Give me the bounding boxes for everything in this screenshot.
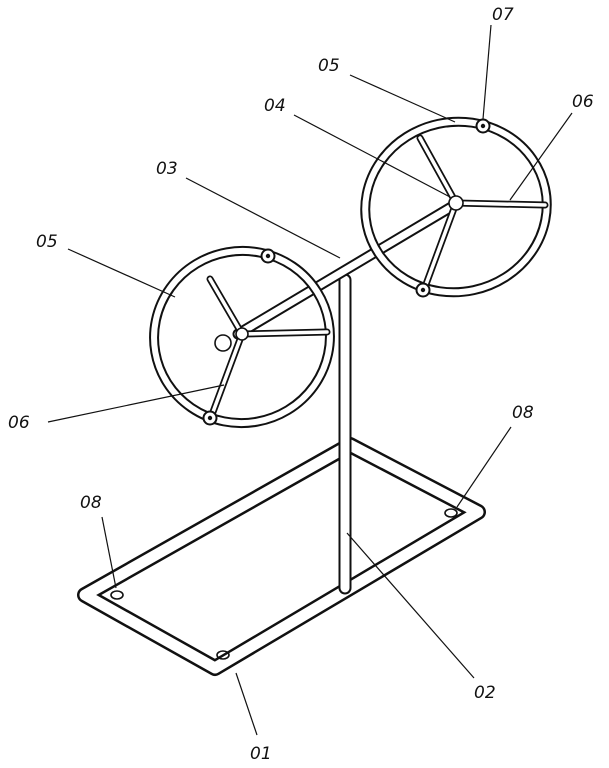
label-06-right: 06 xyxy=(572,92,594,112)
hub-left xyxy=(235,327,249,341)
knob-top-left xyxy=(260,248,276,264)
label-05-right: 05 xyxy=(318,56,340,76)
foot-right xyxy=(444,508,458,518)
spokes-left xyxy=(206,275,331,416)
spokes-right xyxy=(416,134,549,291)
label-05-left: 05 xyxy=(36,232,58,252)
label-07: 07 xyxy=(492,5,514,25)
label-06-left: 06 xyxy=(8,413,30,433)
label-08-left: 08 xyxy=(80,493,102,513)
knob-bottom-left xyxy=(202,410,218,426)
foot-left xyxy=(110,590,124,600)
foot-front xyxy=(216,650,230,660)
label-02: 02 xyxy=(474,683,496,703)
label-04: 04 xyxy=(264,96,286,116)
label-01: 01 xyxy=(250,744,272,764)
crossbar xyxy=(232,197,464,340)
leader-lines xyxy=(47,24,573,736)
label-08-right: 08 xyxy=(512,403,534,423)
reference-labels: 07 05 06 04 03 05 06 08 08 02 01 xyxy=(8,5,594,764)
hub-right xyxy=(448,195,464,211)
base-frame xyxy=(77,437,486,676)
knob-bottom-right xyxy=(415,282,431,298)
wheel-right xyxy=(360,116,552,298)
label-03: 03 xyxy=(156,159,178,179)
wheel-left xyxy=(149,245,335,429)
hub-cap-left xyxy=(214,334,232,352)
knob-top-right xyxy=(475,118,491,134)
